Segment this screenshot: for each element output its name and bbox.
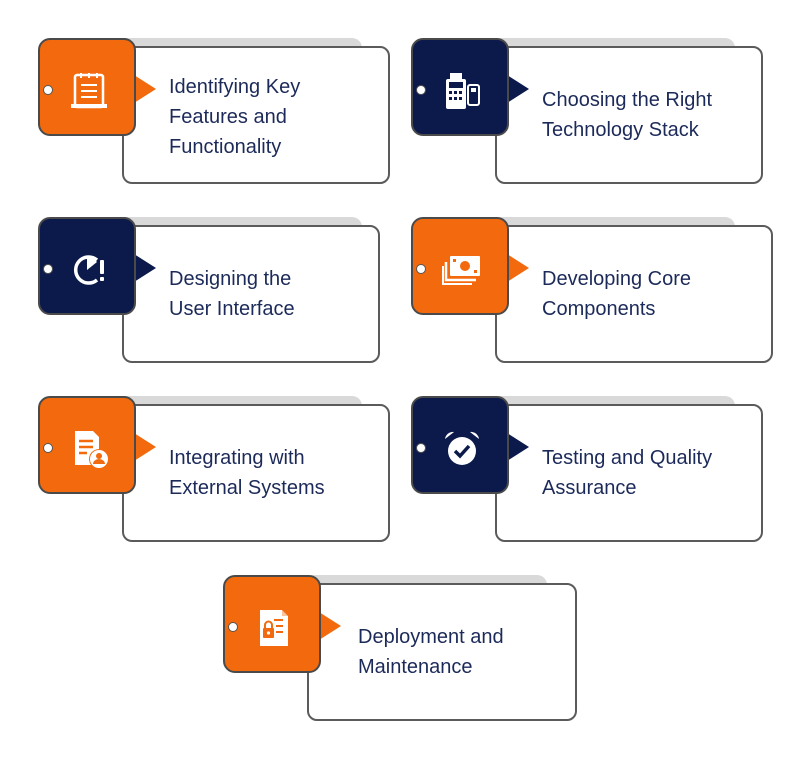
pos-terminal-icon bbox=[446, 73, 480, 109]
label-line: User Interface bbox=[169, 298, 295, 320]
tag-hole bbox=[43, 264, 53, 274]
step-card-4: Developing Core Components bbox=[411, 217, 773, 363]
label-line: Functionality bbox=[169, 136, 282, 158]
icon-tab bbox=[38, 396, 136, 494]
step-label: Choosing the Right Technology Stack bbox=[542, 85, 712, 145]
tab-pointer bbox=[507, 433, 529, 461]
checklist-icon bbox=[71, 73, 107, 109]
step-label: Integrating with External Systems bbox=[169, 443, 325, 503]
step-card-6: Testing and Quality Assurance bbox=[411, 396, 763, 542]
icon-tab bbox=[411, 396, 509, 494]
label-line: Choosing the Right bbox=[542, 89, 713, 111]
tag-hole bbox=[228, 622, 238, 632]
icon-tab bbox=[38, 38, 136, 136]
step-label: Identifying Key Features and Functionali… bbox=[169, 72, 300, 162]
step-label: Developing Core Components bbox=[542, 264, 691, 324]
user-document-icon bbox=[75, 431, 108, 468]
label-line: Developing Core bbox=[542, 268, 691, 290]
label-line: Designing the bbox=[169, 268, 292, 290]
card-box bbox=[307, 583, 577, 721]
secure-document-icon bbox=[260, 610, 288, 646]
tag-hole bbox=[416, 85, 426, 95]
card-box bbox=[495, 225, 773, 363]
tab-pointer bbox=[134, 433, 156, 461]
step-card-5: Integrating with External Systems bbox=[38, 396, 390, 542]
tab-pointer bbox=[319, 612, 341, 640]
step-label: Deployment and Maintenance bbox=[358, 622, 504, 682]
step-card-3: Designing the User Interface bbox=[38, 217, 390, 363]
icon-tab bbox=[223, 575, 321, 673]
tag-hole bbox=[43, 443, 53, 453]
card-box bbox=[495, 404, 763, 542]
label-line: Identifying Key bbox=[169, 76, 301, 98]
label-line: Testing and Quality bbox=[542, 447, 713, 469]
tab-pointer bbox=[134, 75, 156, 103]
tag-hole bbox=[43, 85, 53, 95]
card-box bbox=[122, 225, 380, 363]
label-line: Technology Stack bbox=[542, 119, 699, 141]
icon-tab bbox=[411, 38, 509, 136]
step-card-7: Deployment and Maintenance bbox=[223, 575, 577, 721]
label-line: External Systems bbox=[169, 477, 325, 499]
timer-alert-icon bbox=[73, 255, 104, 285]
step-card-2: Choosing the Right Technology Stack bbox=[411, 38, 763, 184]
tab-pointer bbox=[134, 254, 156, 282]
tag-hole bbox=[416, 443, 426, 453]
step-card-1: Identifying Key Features and Functionali… bbox=[38, 38, 390, 184]
label-line: Components bbox=[542, 298, 656, 320]
step-label: Testing and Quality Assurance bbox=[542, 443, 712, 503]
label-line: Integrating with bbox=[169, 447, 305, 469]
icon-tab bbox=[411, 217, 509, 315]
label-line: Deployment and bbox=[358, 626, 504, 648]
alarm-check-icon bbox=[445, 431, 479, 465]
tag-hole bbox=[416, 264, 426, 274]
tab-pointer bbox=[507, 75, 529, 103]
step-label: Designing the User Interface bbox=[169, 264, 295, 324]
cash-icon bbox=[442, 256, 480, 285]
label-line: Assurance bbox=[542, 477, 637, 499]
card-box bbox=[122, 46, 390, 184]
icon-tab bbox=[38, 217, 136, 315]
tab-pointer bbox=[507, 254, 529, 282]
label-line: Maintenance bbox=[358, 656, 473, 678]
card-box bbox=[122, 404, 390, 542]
label-line: Features and bbox=[169, 106, 287, 128]
